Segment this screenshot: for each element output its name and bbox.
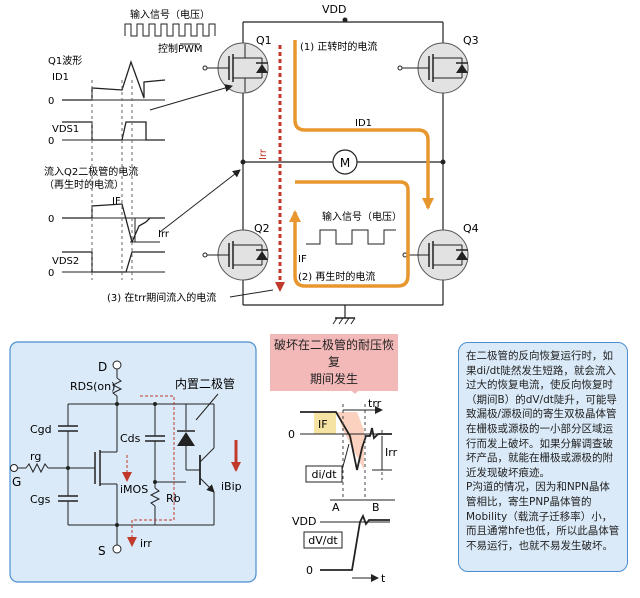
rg-resistor xyxy=(25,462,49,474)
q2-transistor xyxy=(202,229,269,281)
rds-resistor xyxy=(111,377,123,397)
vdd-recovery-label: VDD xyxy=(292,515,316,528)
cgs-label: Cgs xyxy=(30,493,51,506)
irr-path xyxy=(127,395,175,547)
q1-waveforms: Q1波形 ID1 0 VDS1 0 流入Q2二极管的电流 （再生时的电流） IF… xyxy=(44,54,241,280)
mosfet-symbol xyxy=(94,404,118,525)
imos-label: iMOS xyxy=(120,483,148,496)
h-bridge: VDD M xyxy=(107,3,479,325)
pwm-control-label: 控制PWM xyxy=(158,42,203,55)
didt-label: di/dt xyxy=(311,468,337,481)
explanation-note: 在二极管的反向恢复运行时，如果di/dt陡然发生短路，就会流入过大的恢复电流，使… xyxy=(458,342,628,572)
rds-label: RDS(on) xyxy=(70,380,115,393)
id1-wave xyxy=(62,59,166,101)
dvdt-label: dV/dt xyxy=(308,534,338,547)
body-diode-icon xyxy=(177,432,195,446)
body-diode-label: 内置二极管 xyxy=(175,376,235,391)
banner-line-2: 期间发生 xyxy=(309,372,358,386)
input-signal-label: 输入信号（电压） xyxy=(130,8,210,21)
irr-label: Irr xyxy=(158,229,170,240)
trr-label: trr xyxy=(368,397,382,410)
vdd-label: VDD xyxy=(322,3,346,16)
note-paragraph-1: 在二极管的反向恢复运行时，如果di/dt陡然发生短路，就会流入过大的恢复电流，使… xyxy=(466,350,617,479)
current-curve xyxy=(300,411,392,471)
voltage-curve xyxy=(320,513,390,571)
region-b-label: B xyxy=(372,501,380,514)
pwm-waveform xyxy=(124,23,216,37)
note-paragraph-2: P沟道的情况，因为和NPN晶体管相比，寄生PNP晶体管的Mobility（载流子… xyxy=(466,481,620,552)
vds2-zero: 0 xyxy=(48,268,54,279)
regen-current-label: (2) 再生时的电流 xyxy=(298,270,375,283)
recovery-zero-2: 0 xyxy=(306,564,313,577)
rb-label: Rb xyxy=(166,492,181,505)
id1-arrow-label: ID1 xyxy=(355,118,372,129)
forward-current-label: (1) 正转时的电流 xyxy=(300,40,377,53)
vds2-wave xyxy=(62,251,165,273)
if-highlight xyxy=(314,412,336,434)
ground-icon xyxy=(332,317,356,325)
id1-zero: 0 xyxy=(48,96,54,107)
q4-transistor xyxy=(402,229,469,281)
source-terminal xyxy=(112,544,122,554)
time-label: t xyxy=(381,572,386,585)
input-signal-2-label: 输入信号（电压） xyxy=(322,210,402,223)
irr-vertical-label: Irr xyxy=(258,148,269,160)
if-label: IF xyxy=(112,196,121,207)
banner-line-1: 破坏在二极管的耐压恢复 xyxy=(274,338,395,369)
rb-resistor xyxy=(149,487,161,507)
motor-label: M xyxy=(340,156,350,170)
cgd-label: Cgd xyxy=(30,423,52,436)
input-signal-2-wave xyxy=(306,229,396,245)
vds1-label: VDS1 xyxy=(52,124,79,135)
irr-recovery-label: Irr xyxy=(385,446,398,459)
gate-label: G xyxy=(12,475,21,489)
region-a-label: A xyxy=(332,501,340,514)
parasitic-bjt xyxy=(186,403,215,525)
if-recovery-label: IF xyxy=(318,418,328,431)
q4-label: Q4 xyxy=(463,222,479,235)
cds-label: Cds xyxy=(120,432,141,445)
regen-current-path xyxy=(289,205,410,288)
q3-label: Q3 xyxy=(463,34,479,47)
pwm-input: 输入信号（电压） 控制PWM xyxy=(124,8,216,55)
diode-current-wave xyxy=(62,203,165,244)
q1-waveform-title: Q1波形 xyxy=(48,54,82,67)
source-label: S xyxy=(98,544,106,558)
rg-label: rg xyxy=(30,450,41,463)
recovery-waveform: 0 IF trr Irr di/dt A B VDD dV/dt 0 t xyxy=(288,368,398,585)
if-zero: 0 xyxy=(48,214,54,225)
q1-label: Q1 xyxy=(256,34,272,47)
irr-circuit-label: irr xyxy=(140,537,152,550)
id1-label: ID1 xyxy=(52,72,69,83)
q2-current-title-1: 流入Q2二极管的电流 xyxy=(44,165,138,178)
destruction-banner: 破坏在二极管的耐压恢复 期间发生 xyxy=(270,334,398,391)
drain-label: D xyxy=(98,360,107,374)
q1-transistor xyxy=(202,42,269,94)
recovery-zero-1: 0 xyxy=(288,428,295,441)
q3-transistor xyxy=(397,42,469,94)
equivalent-circuit: D RDS(on) Cgd G rg Cgs xyxy=(9,341,257,583)
gate-terminal xyxy=(10,464,18,472)
drain-terminal xyxy=(112,360,122,370)
ibip-label: iBip xyxy=(221,480,242,493)
q2-current-title-2: （再生时的电流） xyxy=(44,178,124,191)
trr-current-label: (3) 在trr期间流入的电流 xyxy=(107,291,216,304)
circuit-panel xyxy=(9,341,257,583)
motor-icon xyxy=(332,149,358,175)
vds2-label: VDS2 xyxy=(52,256,79,267)
if-regen-label: IF xyxy=(298,254,307,265)
vds1-zero: 0 xyxy=(48,136,54,147)
q2-label: Q2 xyxy=(254,222,270,235)
forward-current-path xyxy=(293,40,434,210)
